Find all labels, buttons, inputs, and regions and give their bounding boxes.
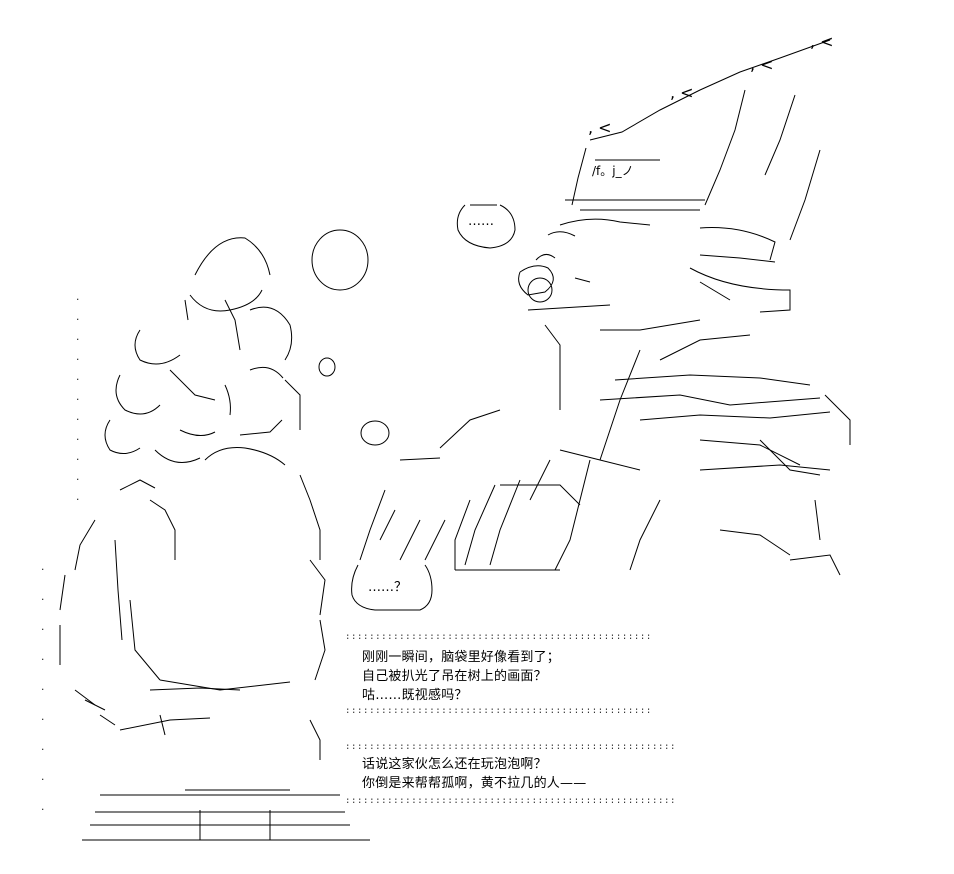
svg-text:.: . xyxy=(75,453,80,463)
svg-text:.: . xyxy=(75,373,80,383)
svg-text:.: . xyxy=(75,493,80,503)
left-figure-hair xyxy=(104,237,301,466)
svg-text:.: . xyxy=(75,333,80,343)
hat-accent-marks-4: , < xyxy=(810,32,834,51)
svg-text:.: . xyxy=(40,653,45,663)
dialogue-line-2-2: 你倒是来帮帮孤啊，黄不拉几的人—— xyxy=(362,776,587,791)
robe-folds xyxy=(359,409,591,571)
right-figure-body xyxy=(559,319,851,576)
bubble-question-outline xyxy=(351,564,433,611)
hat-accent-marks: , < xyxy=(588,118,612,137)
hand-with-wand xyxy=(518,254,611,410)
svg-text:.: . xyxy=(40,683,45,693)
svg-text:.: . xyxy=(75,293,80,303)
edge-dot-column: . . . . . . . . . . . . . . . . . . . . xyxy=(40,293,80,813)
svg-text:.: . xyxy=(40,773,45,783)
bubbles-floating xyxy=(311,229,553,446)
speed-lines xyxy=(74,689,116,726)
dialogue-line-2-1: 话说这家伙怎么还在玩泡泡啊？ xyxy=(362,757,547,772)
dialogue-frame-top-1: ::::::::::::::::::::::::::::::::::::::::… xyxy=(345,632,652,642)
bottom-stripes xyxy=(82,794,370,841)
left-figure-body xyxy=(59,474,326,791)
dialogue-line-1-1: 刚刚一瞬间，脑袋里好像看到了； xyxy=(362,650,561,665)
dialogue-frame-bottom-2: ::::::::::::::::::::::::::::::::::::::::… xyxy=(345,796,677,806)
dialogue-line-1-3: 咕……既视感吗？ xyxy=(362,688,468,703)
svg-text:.: . xyxy=(40,623,45,633)
svg-text:.: . xyxy=(75,433,80,443)
hat-accent-marks-2: , < xyxy=(670,83,694,102)
svg-text:.: . xyxy=(40,743,45,753)
pointed-hat xyxy=(547,39,831,313)
svg-text:.: . xyxy=(75,393,80,403)
svg-text:.: . xyxy=(75,353,80,363)
svg-text:.: . xyxy=(40,713,45,723)
bubble-ellipsis-outline xyxy=(456,204,516,249)
hat-sign-glyphs: /f。j_ノ xyxy=(592,164,634,178)
bubble-ellipsis-text: …… xyxy=(468,214,494,229)
svg-text:.: . xyxy=(40,593,45,603)
bubble-question-text: ……？ xyxy=(368,580,408,595)
hat-accent-marks-3: , < xyxy=(750,55,774,74)
svg-text:.: . xyxy=(75,313,80,323)
dialogue-frame-bottom-1: ::::::::::::::::::::::::::::::::::::::::… xyxy=(345,706,652,716)
svg-text:.: . xyxy=(40,563,45,573)
svg-text:.: . xyxy=(75,473,80,483)
dialogue-frame-top-2: ::::::::::::::::::::::::::::::::::::::::… xyxy=(345,742,677,752)
svg-text:.: . xyxy=(75,413,80,423)
svg-text:.: . xyxy=(40,803,45,813)
dialogue-line-1-2: 自己被扒光了吊在树上的画面？ xyxy=(362,669,547,684)
